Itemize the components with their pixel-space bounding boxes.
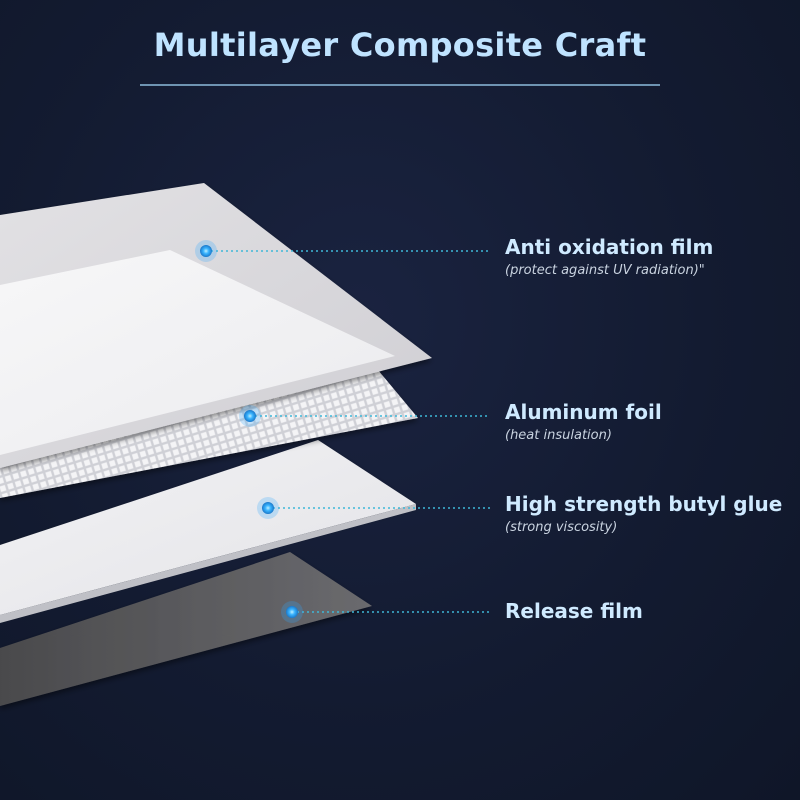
label-anti-oxidation: Anti oxidation film (protect against UV … <box>505 235 713 280</box>
aluminum-foil-sheet <box>0 358 418 498</box>
marker-anti-oxidation <box>195 240 217 262</box>
page-title: Multilayer Composite Craft <box>153 26 647 64</box>
marker-aluminum <box>239 405 261 427</box>
title-underline <box>140 84 660 86</box>
layer-name: Release film <box>505 599 643 623</box>
anti-oxidation-film-inner <box>0 250 395 455</box>
layer-name: Aluminum foil <box>505 400 662 424</box>
layer-name: Anti oxidation film <box>505 235 714 259</box>
layer-note: (protect against UV radiation)" <box>505 263 705 278</box>
layer-note: (heat insulation) <box>505 428 612 443</box>
label-release-film: Release film <box>505 599 643 623</box>
marker-butyl-glue <box>257 497 279 519</box>
layer-name: High strength butyl glue <box>505 492 783 516</box>
layer-note: (strong viscosity) <box>505 520 618 535</box>
marker-release <box>281 601 303 623</box>
butyl-glue-edge <box>0 504 416 623</box>
label-aluminum-foil: Aluminum foil (heat insulation) <box>505 400 662 445</box>
butyl-glue-sheet <box>0 440 416 615</box>
label-butyl-glue: High strength butyl glue (strong viscosi… <box>505 492 782 537</box>
release-film-sheet <box>0 552 372 706</box>
